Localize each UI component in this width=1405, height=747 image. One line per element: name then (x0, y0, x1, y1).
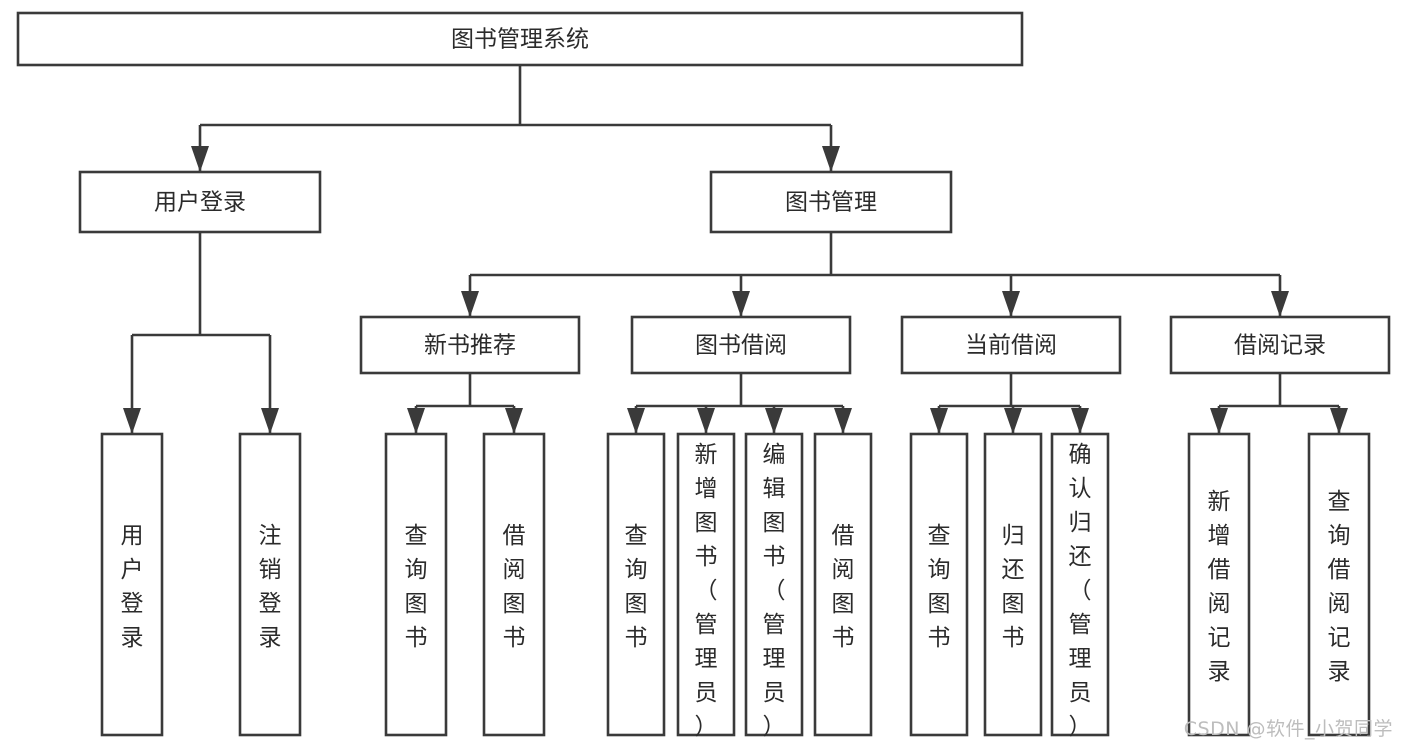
node-label-book-borrow: 图书借阅 (695, 333, 787, 359)
node-leaf-user-logout[interactable]: 注销登录 (238, 432, 302, 737)
node-label-leaf-user-logout: 注销登录 (259, 523, 282, 651)
node-leaf-user-login[interactable]: 用户登录 (100, 432, 164, 737)
arrow-head-icon-userlogin-1 (261, 408, 279, 434)
node-leaf-return-book[interactable]: 归还图书 (983, 432, 1043, 737)
node-label-new-book-recommend: 新书推荐 (424, 333, 516, 359)
node-box-leaf-user-logout (238, 432, 302, 737)
arrow-head-icon-newbook-1 (505, 408, 523, 434)
node-label-leaf-borrow-book-2: 借阅图书 (832, 523, 855, 651)
node-label-leaf-edit-book: 编辑图书（管理员） (763, 442, 786, 740)
arrow-head-icon-currentborrow-0 (930, 408, 948, 434)
node-box-root (16, 11, 1024, 67)
node-root-system[interactable]: 图书管理系统 (16, 11, 1024, 67)
arrow-head-icon-root-0 (191, 146, 209, 172)
arrow-head-icon-borrowrecord-1 (1330, 408, 1348, 434)
node-box-leaf-query-book-3 (909, 432, 969, 737)
node-label-leaf-add-record: 新增借阅记录 (1208, 489, 1231, 685)
node-box-user-login (78, 170, 322, 234)
node-current-borrow[interactable]: 当前借阅 (900, 315, 1122, 375)
arrow-head-icon-borrowrecord-0 (1210, 408, 1228, 434)
node-box-leaf-borrow-book-1 (482, 432, 546, 737)
arrow-head-icon-currentborrow-2 (1071, 408, 1089, 434)
node-borrow-record[interactable]: 借阅记录 (1169, 315, 1391, 375)
node-leaf-borrow-book-2[interactable]: 借阅图书 (813, 432, 873, 737)
node-label-borrow-record: 借阅记录 (1234, 333, 1326, 359)
node-leaf-query-book-1[interactable]: 查询图书 (384, 432, 448, 737)
arrow-head-icon-currentborrow-1 (1004, 408, 1022, 434)
node-box-leaf-add-book (676, 432, 736, 737)
arrow-head-icon-bookborrow-3 (834, 408, 852, 434)
node-label-leaf-borrow-book-1: 借阅图书 (503, 523, 526, 651)
arrow-head-icon-bookborrow-1 (697, 408, 715, 434)
node-label-user-login: 用户登录 (154, 190, 246, 216)
node-book-manage[interactable]: 图书管理 (709, 170, 953, 234)
arrow-head-icon-bookborrow-2 (765, 408, 783, 434)
node-label-leaf-confirm-return: 确认归还（管理员） (1069, 442, 1092, 740)
node-label-leaf-add-book: 新增图书（管理员） (695, 442, 718, 740)
arrow-head-icon-bookborrow-0 (627, 408, 645, 434)
node-leaf-query-book-3[interactable]: 查询图书 (909, 432, 969, 737)
node-box-book-manage (709, 170, 953, 234)
arrow-head-icon-root-1 (822, 146, 840, 172)
node-box-current-borrow (900, 315, 1122, 375)
arrow-head-icon-newbook-0 (407, 408, 425, 434)
node-label-leaf-query-book-3: 查询图书 (928, 523, 951, 651)
arrow-head-icon-bookmanage-1 (732, 291, 750, 317)
node-label-leaf-return-book: 归还图书 (1002, 523, 1025, 651)
node-leaf-edit-book[interactable]: 编辑图书（管理员） (744, 432, 804, 740)
node-label-root: 图书管理系统 (451, 27, 589, 53)
node-leaf-confirm-return[interactable]: 确认归还（管理员） (1050, 432, 1110, 740)
watermark-text: CSDN @软件_小贺同学 (1183, 718, 1393, 740)
node-label-book-manage: 图书管理 (785, 190, 877, 216)
node-box-leaf-query-record (1307, 432, 1371, 737)
node-box-leaf-edit-book (744, 432, 804, 737)
node-label-leaf-query-book-2: 查询图书 (625, 523, 648, 651)
node-label-current-borrow: 当前借阅 (965, 333, 1057, 359)
connector-layer (123, 65, 1348, 434)
node-leaf-query-record[interactable]: 查询借阅记录 (1307, 432, 1371, 737)
arrow-head-icon-bookmanage-3 (1271, 291, 1289, 317)
node-box-leaf-borrow-book-2 (813, 432, 873, 737)
node-box-borrow-record (1169, 315, 1391, 375)
arrow-head-icon-userlogin-0 (123, 408, 141, 434)
node-box-leaf-user-login (100, 432, 164, 737)
node-leaf-borrow-book-1[interactable]: 借阅图书 (482, 432, 546, 737)
node-box-new-book-recommend (359, 315, 581, 375)
node-box-book-borrow (630, 315, 852, 375)
node-box-leaf-query-book-1 (384, 432, 448, 737)
node-box-leaf-add-record (1187, 432, 1251, 737)
node-label-leaf-user-login: 用户登录 (121, 523, 144, 651)
node-new-book-recommend[interactable]: 新书推荐 (359, 315, 581, 375)
node-label-leaf-query-book-1: 查询图书 (405, 523, 428, 651)
arrow-head-icon-bookmanage-0 (461, 291, 479, 317)
node-user-login[interactable]: 用户登录 (78, 170, 322, 234)
node-book-borrow[interactable]: 图书借阅 (630, 315, 852, 375)
node-leaf-add-book[interactable]: 新增图书（管理员） (676, 432, 736, 740)
node-leaf-query-book-2[interactable]: 查询图书 (606, 432, 666, 737)
node-leaf-add-record[interactable]: 新增借阅记录 (1187, 432, 1251, 737)
node-box-leaf-confirm-return (1050, 432, 1110, 737)
node-label-leaf-query-record: 查询借阅记录 (1328, 489, 1351, 685)
node-box-leaf-query-book-2 (606, 432, 666, 737)
node-box-leaf-return-book (983, 432, 1043, 737)
arrow-head-icon-bookmanage-2 (1002, 291, 1020, 317)
node-layer: 图书管理系统用户登录图书管理新书推荐图书借阅当前借阅借阅记录用户登录注销登录查询… (16, 11, 1391, 740)
